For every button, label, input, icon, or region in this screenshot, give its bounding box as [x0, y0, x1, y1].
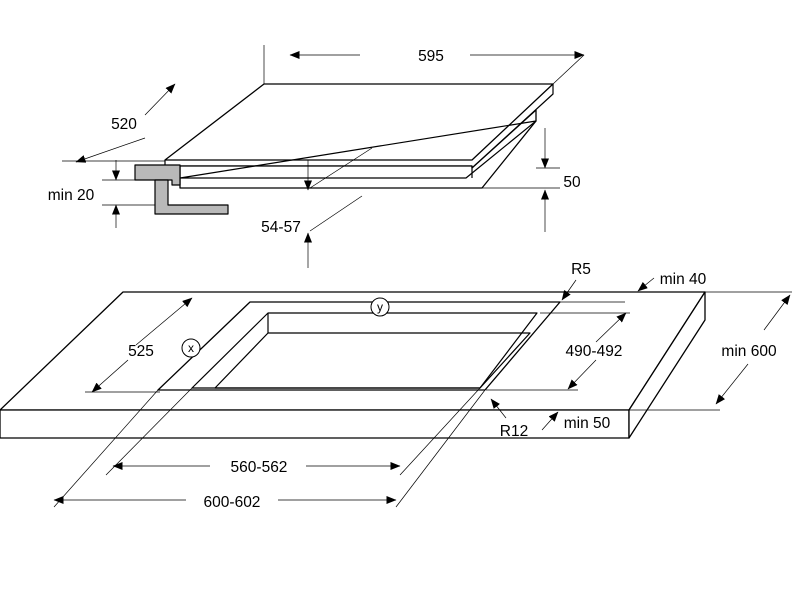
dim-radius-bottom — [490, 398, 507, 419]
dim-cutout-depth — [85, 297, 193, 393]
dim-min-clearance — [102, 160, 155, 228]
dim-min-back — [560, 277, 655, 303]
dim-hob-depth — [62, 83, 176, 163]
point-y-marker: y — [370, 297, 390, 317]
label-min-back: min 40 — [660, 271, 707, 288]
label-hob-width: 595 — [418, 48, 444, 65]
label-cutout-width: 600-602 — [204, 494, 261, 511]
label-cutout-depth-inner: 490-492 — [566, 343, 623, 360]
dim-min-front — [541, 411, 559, 431]
fixing-bracket — [154, 179, 229, 215]
worktop-side-edge — [628, 291, 706, 439]
hob-drawing — [134, 83, 554, 215]
worktop-front-edge — [0, 409, 630, 439]
svg-text:y: y — [377, 300, 383, 314]
dim-hob-width — [263, 45, 585, 85]
dim-worktop-depth — [629, 291, 792, 411]
dim-cutout-depth-inner — [486, 312, 630, 391]
label-worktop-depth: min 600 — [721, 343, 777, 360]
label-hob-height: 50 — [563, 174, 581, 191]
label-cutout-width-inner: 560-562 — [231, 459, 288, 476]
label-hob-depth: 520 — [111, 116, 137, 133]
label-min-front: min 50 — [564, 415, 611, 432]
label-radius-top: R5 — [571, 261, 591, 278]
dim-cutout-width-inner — [105, 387, 481, 476]
svg-text:x: x — [188, 341, 194, 355]
dim-radius-top — [561, 279, 577, 301]
dim-inset-height — [304, 147, 373, 268]
label-cutout-depth: 525 — [128, 343, 154, 360]
label-min-clearance: min 20 — [48, 187, 95, 204]
worktop-drawing — [0, 291, 706, 439]
point-x-marker: x — [181, 338, 201, 358]
label-inset-height: 54-57 — [261, 219, 301, 236]
dim-cutout-width — [53, 389, 486, 508]
label-radius-bottom: R12 — [500, 423, 528, 440]
dim-hob-height — [482, 128, 560, 232]
